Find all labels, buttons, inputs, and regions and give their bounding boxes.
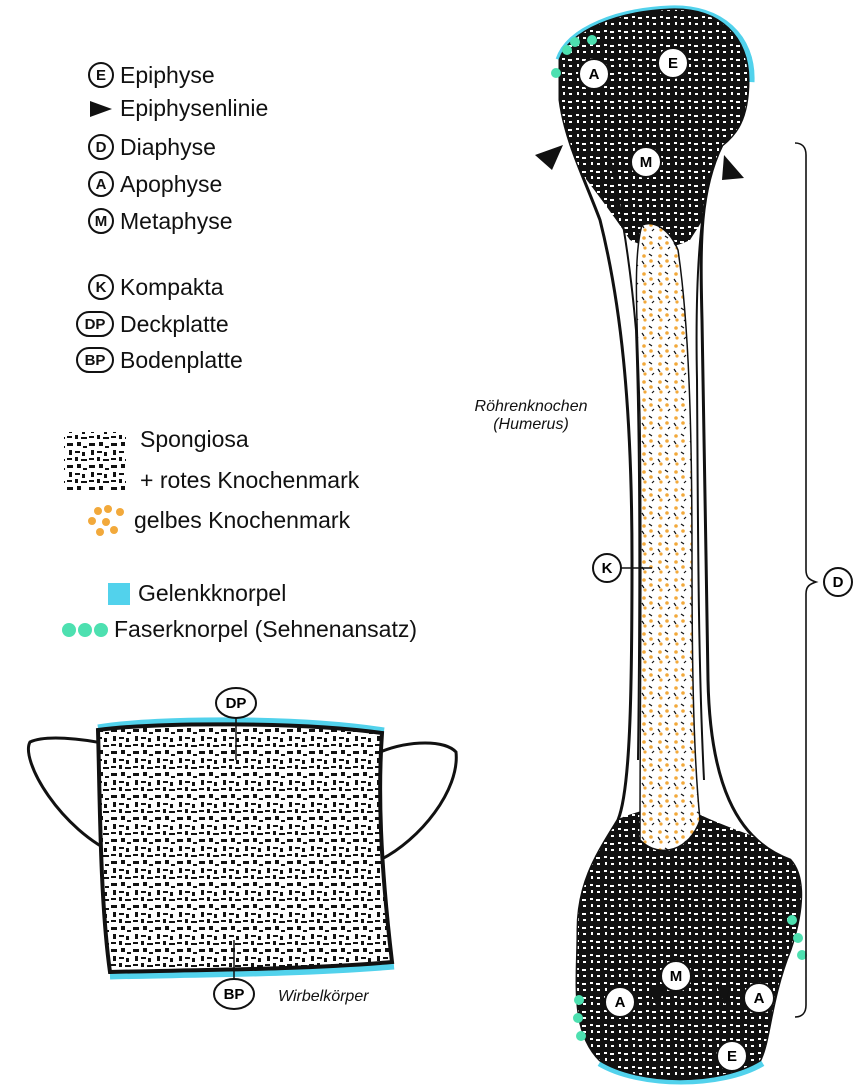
- svg-text:A: A: [615, 994, 626, 1011]
- svg-text:DP: DP: [226, 695, 247, 712]
- humerus-label-m-top: M: [631, 147, 661, 177]
- svg-text:A: A: [589, 66, 600, 83]
- yellow-marrow-dots-icon: [88, 505, 124, 536]
- humerus-label-a-top: A: [579, 59, 609, 89]
- svg-text:M: M: [640, 154, 653, 171]
- svg-text:BP: BP: [224, 986, 245, 1003]
- svg-text:E: E: [668, 55, 678, 72]
- humerus-caption-line1: Röhrenknochen: [456, 398, 606, 416]
- humerus-label-a-bottom-right: A: [744, 983, 774, 1013]
- humerus-caption-line2: (Humerus): [456, 416, 606, 434]
- humerus-label-m-bottom: M: [661, 961, 691, 991]
- epiphysenlinie-arrowhead-right: [722, 155, 744, 180]
- vertebra-caption: Wirbelkörper: [278, 988, 408, 1006]
- humerus-bone: [551, 0, 810, 1087]
- spongiosa-swatch-icon: [64, 432, 126, 490]
- svg-text:K: K: [602, 560, 613, 577]
- svg-text:E: E: [727, 1048, 737, 1065]
- vertebra-body: [28, 721, 456, 976]
- svg-text:M: M: [670, 968, 683, 985]
- svg-text:D: D: [833, 574, 844, 591]
- epiphysenlinie-arrowhead-left: [535, 145, 563, 170]
- humerus-label-e-top: E: [658, 48, 688, 78]
- humerus-label-e-bottom: E: [717, 1041, 747, 1071]
- humerus-caption: Röhrenknochen (Humerus): [456, 398, 606, 434]
- humerus-label-d: D: [824, 568, 852, 596]
- humerus-label-a-bottom-left: A: [605, 987, 635, 1017]
- svg-text:A: A: [754, 990, 765, 1007]
